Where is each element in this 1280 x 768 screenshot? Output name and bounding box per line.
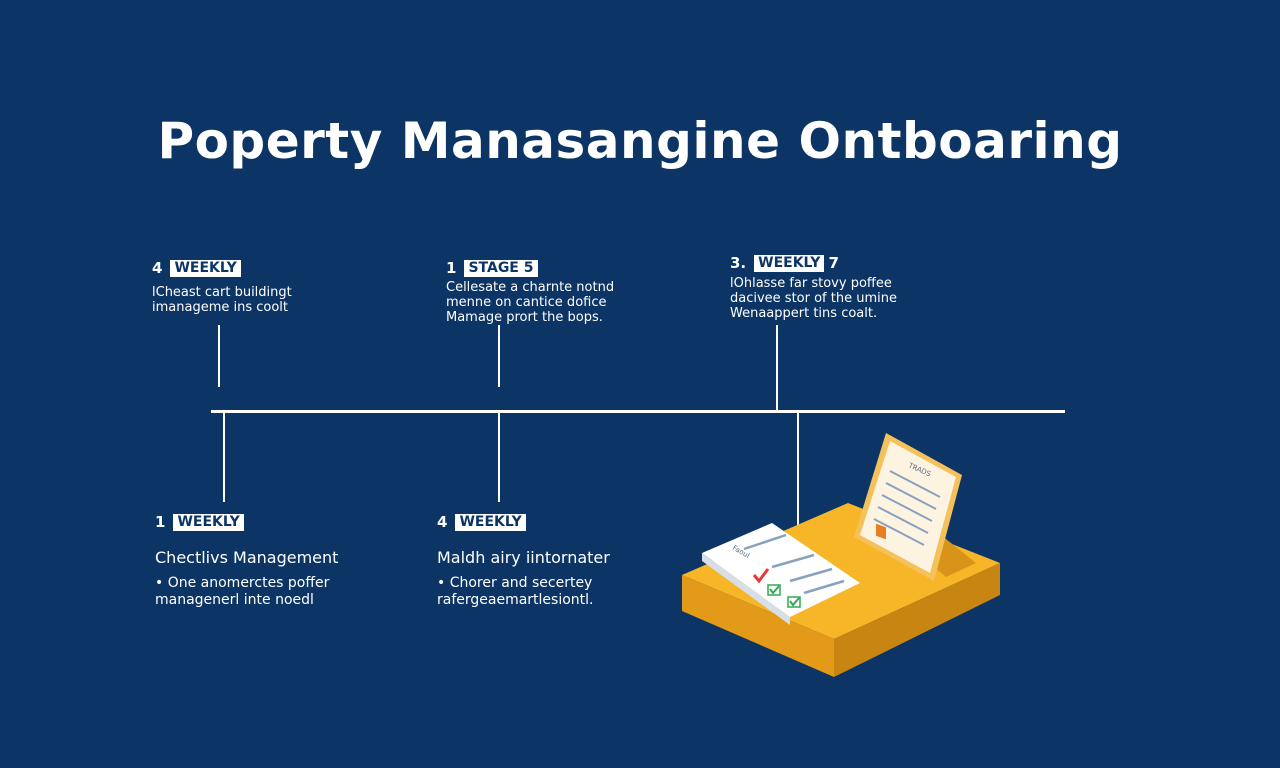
doc-small-lines [743, 533, 845, 595]
connector-bottom-2 [498, 412, 500, 502]
stage-suffix: 7 [828, 254, 839, 272]
platform-right [834, 563, 1000, 677]
stage-top-1: 4 WEEKLY lCheast cart buildingt imanagem… [152, 259, 412, 315]
stage-line: lOhlasse far stovy poffee [730, 276, 892, 291]
stage-header: 1 STAGE 5 [446, 259, 706, 277]
check-red-icon [752, 568, 770, 584]
stage-line: managenerl inte noedl [155, 592, 314, 608]
stage-header: 3. WEEKLY 7 [730, 254, 990, 272]
documents-checklist-icon: TRADS Faoul [682, 433, 1000, 677]
stage-line: Cellesate a charnte notnd [446, 280, 615, 295]
stage-description: lOhlasse far stovy poffee dacivee stor o… [730, 276, 990, 321]
stage-line: rafergeaemartlesiontl. [437, 592, 594, 608]
stage-top-3: 3. WEEKLY 7 lOhlasse far stovy poffee da… [730, 254, 990, 321]
stage-tag: WEEKLY [455, 513, 526, 531]
stage-tag: WEEKLY [170, 259, 241, 277]
timeline-axis [211, 410, 1065, 413]
stage-number: 4 [437, 513, 448, 531]
check-box-icon [767, 584, 781, 596]
stage-line: imanageme ins coolt [152, 300, 289, 315]
doc-tall-lines [873, 470, 941, 546]
stage-line: • Chorer and secertey [437, 575, 593, 591]
connector-bottom-1 [223, 412, 225, 502]
stage-bullets: • Chorer and secertey rafergeaemartlesio… [437, 575, 697, 609]
stage-description: Cellesate a charnte notnd menne on canti… [446, 280, 706, 325]
check-green-icon [769, 585, 780, 595]
stage-line: Wenaappert tins coalt. [730, 306, 878, 321]
stage-line: dacivee stor of the umine [730, 291, 897, 306]
stage-number: 1 [446, 259, 457, 277]
stage-number: 1 [155, 513, 166, 531]
stage-tag: STAGE 5 [464, 259, 538, 277]
stage-description: lCheast cart buildingt imanageme ins coo… [152, 285, 412, 315]
stage-top-2: 1 STAGE 5 Cellesate a charnte notnd menn… [446, 259, 706, 325]
stage-bottom-1: 1 WEEKLY Chectlivs Management • One anom… [155, 513, 415, 609]
stage-header: 4 WEEKLY [152, 259, 412, 277]
connector-top-2 [498, 325, 500, 387]
stage-line: lCheast cart buildingt [152, 285, 292, 300]
stage-heading: Chectlivs Management [155, 548, 339, 567]
stage-line: menne on cantice dofice [446, 295, 607, 310]
platform-left [682, 575, 834, 677]
doc-tall [860, 441, 956, 573]
stage-heading: Maldh airy iintornater [437, 548, 610, 567]
stage-bullets: • One anomerctes poffer managenerl inte … [155, 575, 415, 609]
connector-top-1 [218, 325, 220, 387]
stage-header: 1 WEEKLY [155, 513, 415, 531]
connector-top-3 [776, 325, 778, 411]
doc-tall-tab [876, 523, 886, 540]
stage-number: 3. [730, 254, 747, 272]
doc-small [702, 523, 860, 617]
check-green-icon [789, 597, 800, 607]
doc-small-edge [702, 553, 790, 625]
stage-number: 4 [152, 259, 163, 277]
stage-header: 4 WEEKLY [437, 513, 697, 531]
check-box-icon [787, 596, 801, 608]
stage-tag: WEEKLY [754, 254, 825, 272]
stage-bottom-2: 4 WEEKLY Maldh airy iintornater • Chorer… [437, 513, 697, 609]
stage-line: Mamage prort the bops. [446, 310, 603, 325]
page-title: Poperty Manasangine Ontboaring [157, 112, 1123, 170]
connector-bottom-3 [797, 412, 799, 527]
stage-tag: WEEKLY [173, 513, 244, 531]
stage-line: • One anomerctes poffer [155, 575, 330, 591]
